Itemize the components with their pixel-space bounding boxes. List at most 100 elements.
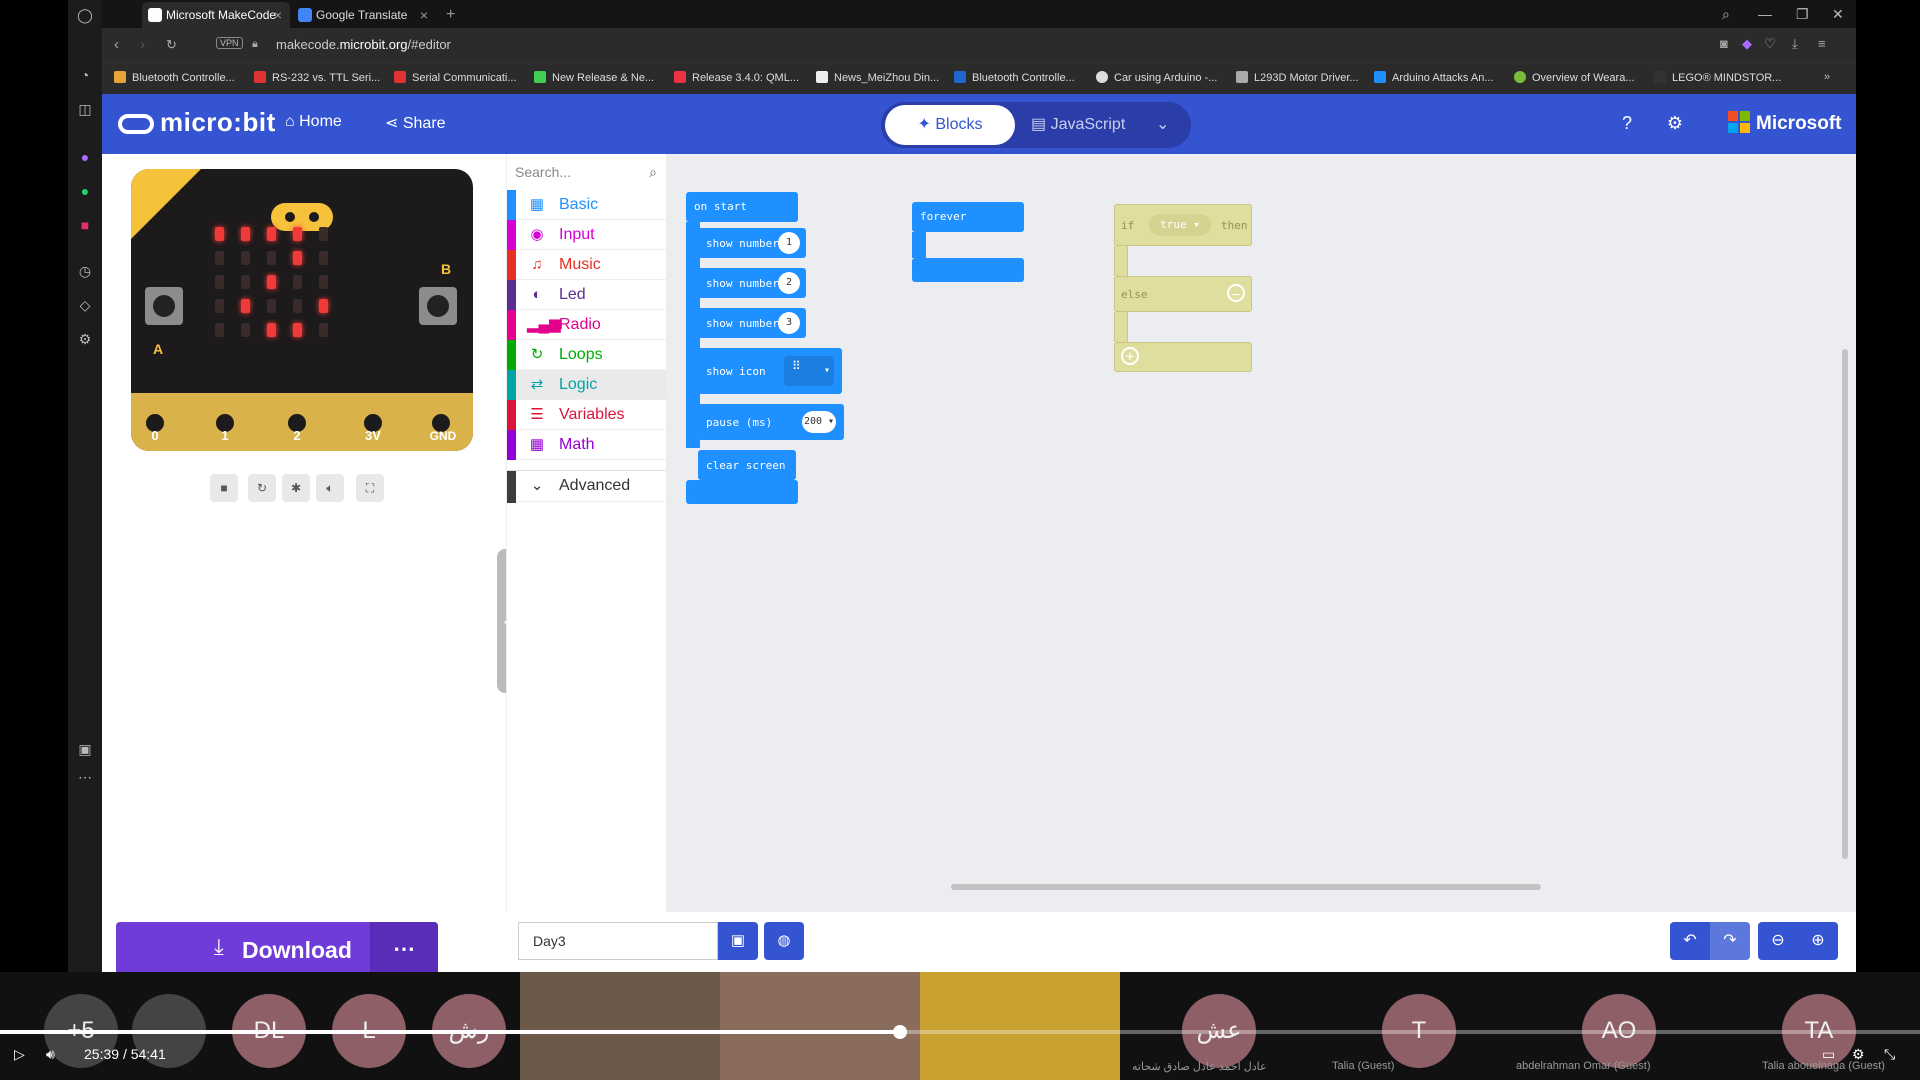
zoom-in-icon[interactable]: ⊕ xyxy=(1798,922,1838,960)
tab-google-translate[interactable]: Google Translate × xyxy=(292,2,436,28)
on-start-block[interactable]: on start xyxy=(686,192,798,222)
camera-icon[interactable]: ◙ xyxy=(1720,36,1728,51)
bookmark-item[interactable]: Overview of Weara... xyxy=(1514,71,1635,84)
category-music[interactable]: ♫Music xyxy=(507,250,667,280)
pause-value-dropdown[interactable]: 200 ▾ xyxy=(802,411,836,433)
captions-icon[interactable]: ▭ xyxy=(1822,1046,1836,1062)
pin-1[interactable] xyxy=(211,409,239,437)
category-loops[interactable]: ↻Loops xyxy=(507,340,667,370)
microbit-board[interactable]: A B 0 1 2 3V GND xyxy=(131,169,473,451)
bookmark-item[interactable]: LEGO® MINDSTOR... xyxy=(1654,71,1781,84)
pip-icon[interactable]: ⤡ xyxy=(1884,1046,1896,1062)
new-tab-icon[interactable]: + xyxy=(446,6,456,23)
extension-icon[interactable]: ▣ xyxy=(78,741,92,757)
menu-icon[interactable]: ≡ xyxy=(1818,36,1826,51)
close-tab-icon[interactable]: × xyxy=(273,7,282,23)
tab-makecode[interactable]: Microsoft MakeCode for m × xyxy=(142,2,290,48)
category-led[interactable]: ◐Led xyxy=(507,280,667,310)
add-else-if-icon[interactable]: + xyxy=(1121,347,1139,365)
bookmark-item[interactable]: RS-232 vs. TTL Seri... xyxy=(254,71,380,84)
remove-else-icon[interactable]: − xyxy=(1227,284,1245,303)
bookmark-item[interactable]: Serial Communicati... xyxy=(394,71,517,84)
chevron-down-icon[interactable]: ⌄ xyxy=(1156,116,1170,133)
bookmark-item[interactable]: New Release & Ne... xyxy=(534,71,654,84)
share-button[interactable]: ⋖ Share xyxy=(385,115,446,132)
button-a[interactable] xyxy=(145,287,183,325)
close-window-icon[interactable]: ✕ xyxy=(1832,6,1844,22)
if-block[interactable]: if true ▾ then xyxy=(1114,204,1252,246)
number-input[interactable]: 3 xyxy=(778,312,800,334)
show-number-block[interactable]: show number 2 xyxy=(698,268,806,298)
box-icon[interactable]: ◇ xyxy=(79,297,91,313)
more-icon[interactable]: ⋯ xyxy=(78,769,92,785)
undo-icon[interactable]: ↶ xyxy=(1670,922,1710,960)
category-variables[interactable]: ☰Variables xyxy=(507,400,667,430)
volume-icon[interactable]: 🔊︎ xyxy=(46,1046,55,1062)
shopping-bag-icon[interactable]: ◫ xyxy=(78,101,92,117)
category-logic[interactable]: ⇄Logic xyxy=(507,370,667,400)
instagram-icon[interactable]: ■ xyxy=(80,217,90,233)
pin-0[interactable] xyxy=(141,409,169,437)
else-block[interactable]: else − xyxy=(1114,276,1252,312)
tab-list-icon[interactable] xyxy=(106,2,122,28)
show-icon-block[interactable]: show icon ⠿ ▾ xyxy=(698,348,842,394)
opera-logo-icon[interactable]: ◯ xyxy=(77,7,93,23)
condition-dropdown[interactable]: true ▾ xyxy=(1149,214,1211,236)
bookmark-item[interactable]: Bluetooth Controlle... xyxy=(954,71,1075,84)
messenger-icon[interactable]: ● xyxy=(80,149,90,165)
participant-avatar[interactable]: عش xyxy=(1182,994,1256,1068)
settings-icon[interactable]: ⚙ xyxy=(78,331,92,347)
participant-video[interactable] xyxy=(520,972,720,1080)
blocks-workspace[interactable]: on start show number 1 show number 2 sho… xyxy=(666,154,1856,972)
github-icon[interactable]: ◍ xyxy=(764,922,804,960)
fullscreen-icon[interactable]: ⛶ xyxy=(356,474,384,502)
restart-icon[interactable]: ↻ xyxy=(248,474,276,502)
download-icon[interactable]: ⤓ xyxy=(1792,36,1798,51)
speed-dial-icon[interactable]: ◔ xyxy=(80,67,90,83)
show-number-block[interactable]: show number 3 xyxy=(698,308,806,338)
participant-avatar[interactable]: T xyxy=(1382,994,1456,1068)
participant-avatar[interactable]: TA xyxy=(1782,994,1856,1068)
forward-icon[interactable]: › xyxy=(140,36,145,53)
close-tab-icon[interactable]: × xyxy=(419,7,428,23)
lock-icon[interactable]: 🔒︎ xyxy=(252,38,258,50)
number-input[interactable]: 1 xyxy=(778,232,800,254)
gear-icon[interactable]: ⚙ xyxy=(1666,113,1684,133)
play-icon[interactable]: ▷ xyxy=(14,1046,25,1062)
minimize-icon[interactable]: — xyxy=(1758,6,1772,22)
clear-screen-block[interactable]: clear screen xyxy=(698,450,796,480)
settings-icon[interactable]: ⚙ xyxy=(1852,1046,1865,1062)
category-input[interactable]: ◉Input xyxy=(507,220,667,250)
participant-video[interactable] xyxy=(720,972,920,1080)
zoom-out-icon[interactable]: ⊖ xyxy=(1758,922,1798,960)
icon-picker[interactable]: ⠿ ▾ xyxy=(784,356,834,386)
reload-icon[interactable]: ↻ xyxy=(166,37,177,52)
button-b[interactable] xyxy=(419,287,457,325)
microsoft-logo[interactable]: Microsoft xyxy=(1728,111,1842,135)
blocks-tab[interactable]: ✦ Blocks xyxy=(885,105,1015,145)
toolbox-search-input[interactable]: Search... ⌕ xyxy=(515,154,665,190)
whatsapp-icon[interactable]: ● xyxy=(80,183,90,199)
participant-video[interactable] xyxy=(920,972,1120,1080)
pin-3v[interactable] xyxy=(359,409,387,437)
more-bookmarks-icon[interactable]: » xyxy=(1824,71,1831,83)
bookmark-item[interactable]: Arduino Attacks An... xyxy=(1374,71,1494,84)
url-field[interactable]: makecode.microbit.org/#editor xyxy=(276,37,451,52)
playback-progress-bar[interactable] xyxy=(0,1025,1920,1039)
bookmark-item[interactable]: News_MeiZhou Din... xyxy=(816,71,939,84)
vpn-badge[interactable]: VPN xyxy=(216,37,243,49)
category-math[interactable]: ▦Math xyxy=(507,430,667,460)
microbit-logo[interactable]: micro:bit xyxy=(118,107,276,138)
home-button[interactable]: ⌂ Home xyxy=(285,113,342,130)
stop-icon[interactable]: ■ xyxy=(210,474,238,502)
participant-avatar[interactable]: AO xyxy=(1582,994,1656,1068)
mute-icon[interactable]: 🔈︎ xyxy=(316,474,344,502)
bookmark-item[interactable]: Release 3.4.0: QML... xyxy=(674,71,799,84)
save-icon[interactable]: ▣ xyxy=(718,922,758,960)
shield-icon[interactable]: ◆ xyxy=(1742,36,1752,51)
back-icon[interactable]: ‹ xyxy=(114,36,119,53)
help-icon[interactable]: ? xyxy=(1621,113,1632,133)
horizontal-scrollbar[interactable] xyxy=(951,884,1541,890)
redo-icon[interactable]: ↷ xyxy=(1710,922,1750,960)
restore-icon[interactable]: ❐ xyxy=(1796,6,1809,22)
